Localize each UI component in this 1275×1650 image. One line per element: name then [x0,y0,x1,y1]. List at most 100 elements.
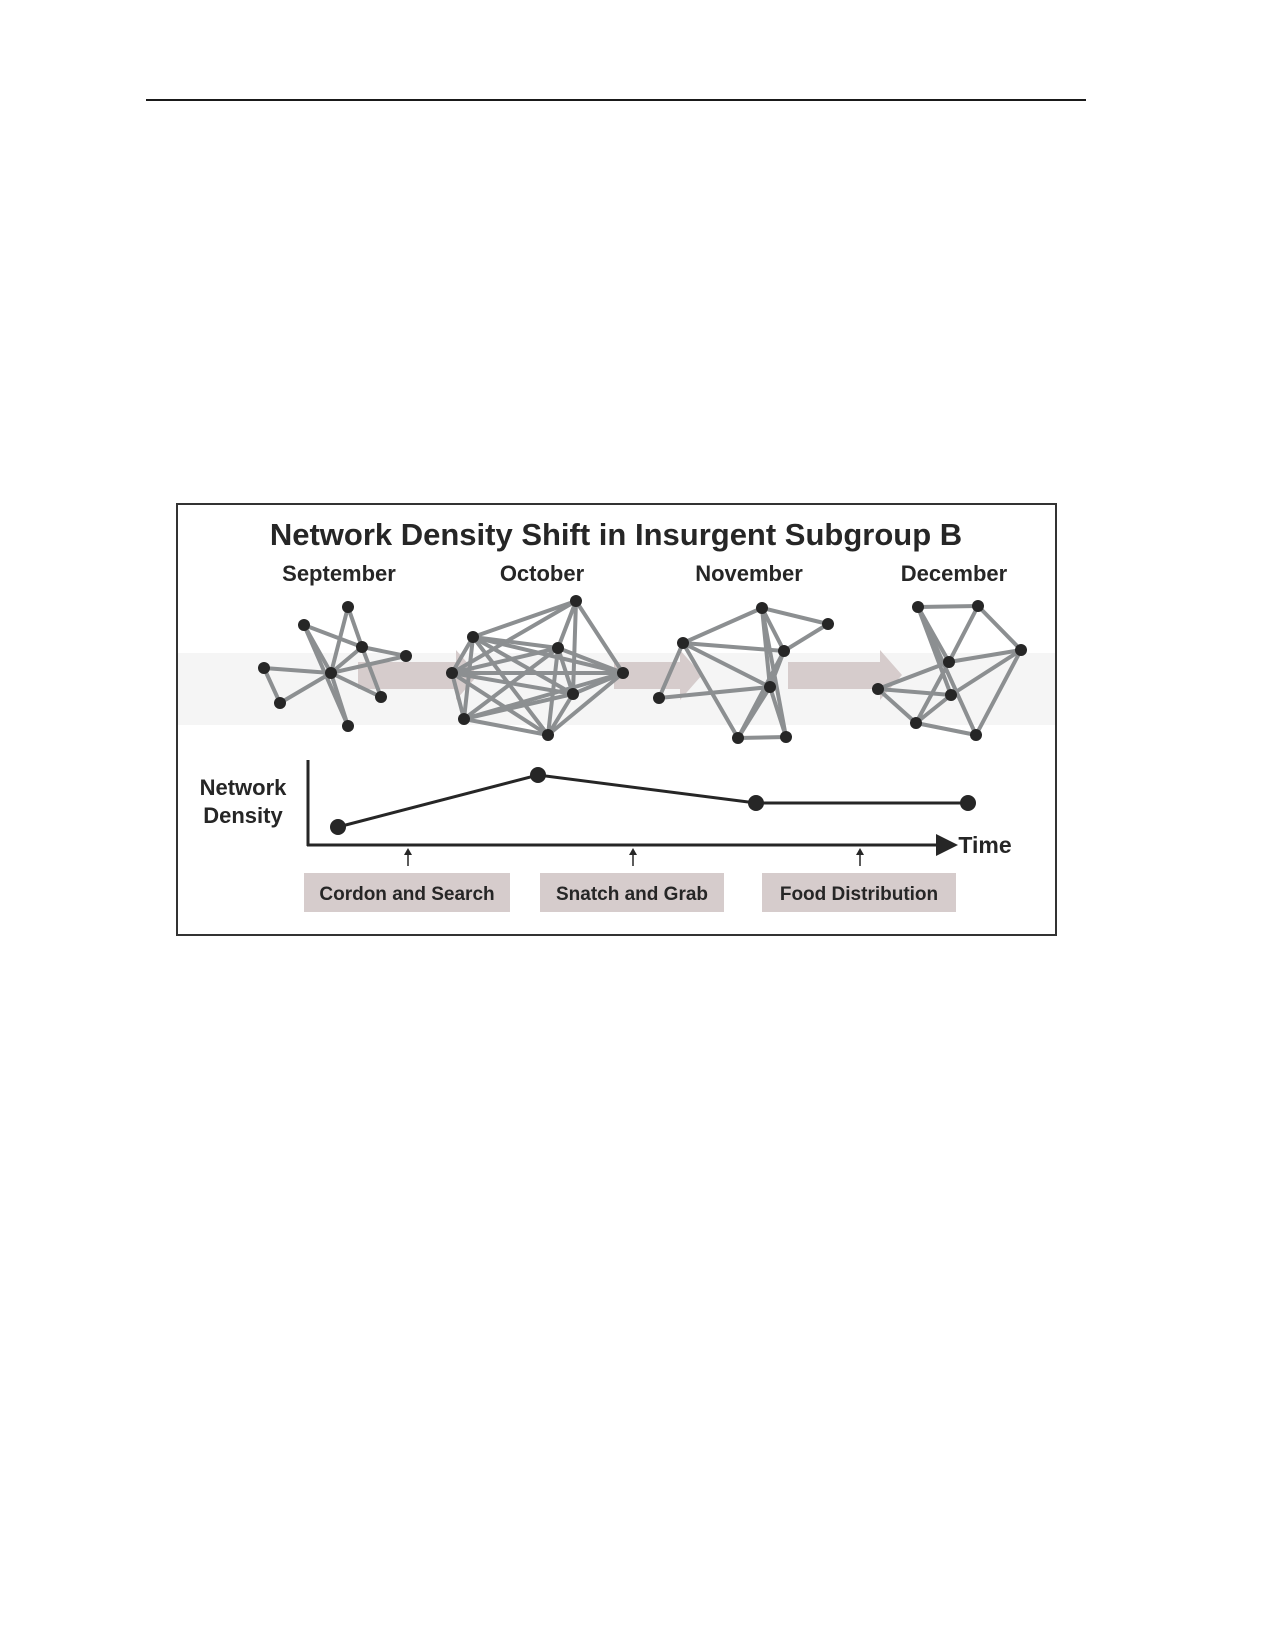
network-node [945,689,957,701]
y-axis-label-line2: Density [203,803,283,828]
network-node [732,732,744,744]
network-node [298,619,310,631]
density-point-november [748,795,764,811]
edge [782,622,830,653]
edge [462,717,550,737]
edge [976,604,1023,652]
network-node [822,618,834,630]
edge [914,721,978,737]
event-label-snatch-and-grab: Snatch and Grab [556,884,708,905]
network-december [872,600,1027,741]
edge [329,645,364,675]
edge [556,599,578,650]
network-node [1015,644,1027,656]
edge [360,645,408,658]
event-box-snatch-and-grab [540,873,724,912]
edge [657,685,772,700]
network-node [342,720,354,732]
network-november [653,602,834,744]
figure-title: Network Density Shift in Insurgent Subgr… [270,517,962,552]
edge [471,599,578,639]
network-node [617,667,629,679]
edge [462,635,475,721]
network-node [567,688,579,700]
network-node [972,600,984,612]
network-node [943,656,955,668]
edge [302,623,364,649]
network-node [677,637,689,649]
edge [462,692,575,721]
edge [450,635,475,675]
network-node [467,631,479,643]
edge [949,648,1023,697]
network-density-figure: Network Density Shift in Insurgent Subgr… [176,503,1057,936]
event-box-food-distribution [762,873,956,912]
edge [681,641,786,653]
network-node [570,595,582,607]
network-node [552,642,564,654]
edge [571,671,625,696]
edge [546,671,625,737]
page-header-rule [146,99,1086,101]
edge [768,685,788,739]
edge [262,666,282,705]
network-node [458,713,470,725]
network-node [542,729,554,741]
y-axis-label-line1: Network [200,775,288,800]
edge [916,605,978,737]
month-label-december: December [901,561,1008,586]
event-marker-1 [404,848,412,866]
edge [760,606,830,626]
edge [278,671,333,705]
network-node [872,683,884,695]
network-node [653,692,665,704]
density-point-december [960,795,976,811]
x-axis-arrowhead [936,834,958,856]
edge [450,599,578,675]
edge [974,648,1023,737]
network-node [970,729,982,741]
edge [947,604,980,664]
edge [556,646,625,675]
network-node [910,717,922,729]
event-marker-3 [856,848,864,866]
edge [914,693,953,725]
x-axis-label: Time [958,832,1011,858]
edge [916,604,980,609]
network-october [446,595,629,741]
network-node [342,601,354,613]
edge [450,671,466,721]
edge [876,660,951,691]
network-node [756,602,768,614]
edge [571,599,578,696]
network-node [274,697,286,709]
edge [681,641,740,740]
network-node [778,645,790,657]
event-label-food-distribution: Food Distribution [780,884,938,905]
event-label-cordon-and-search: Cordon and Search [319,884,494,905]
network-density-diagram: Network Density Shift in Insurgent Subgr… [178,517,1055,912]
edge [876,687,918,725]
network-node [400,650,412,662]
edge [360,645,383,699]
edge [574,599,625,675]
network-node [258,662,270,674]
edge [450,671,550,737]
edge [657,641,685,700]
event-box-cordon-and-search [304,873,510,912]
edge [346,605,364,649]
network-node [764,681,776,693]
month-label-september: September [282,561,396,586]
edge [736,685,772,740]
edge [760,606,786,653]
edge [681,606,764,645]
edge [329,671,383,699]
network-node [446,667,458,679]
density-trend-line [337,773,968,829]
edge [471,635,575,696]
edge [546,692,575,737]
month-label-october: October [500,561,585,586]
edge [876,687,953,697]
network-node [356,641,368,653]
density-point-october [530,767,546,783]
